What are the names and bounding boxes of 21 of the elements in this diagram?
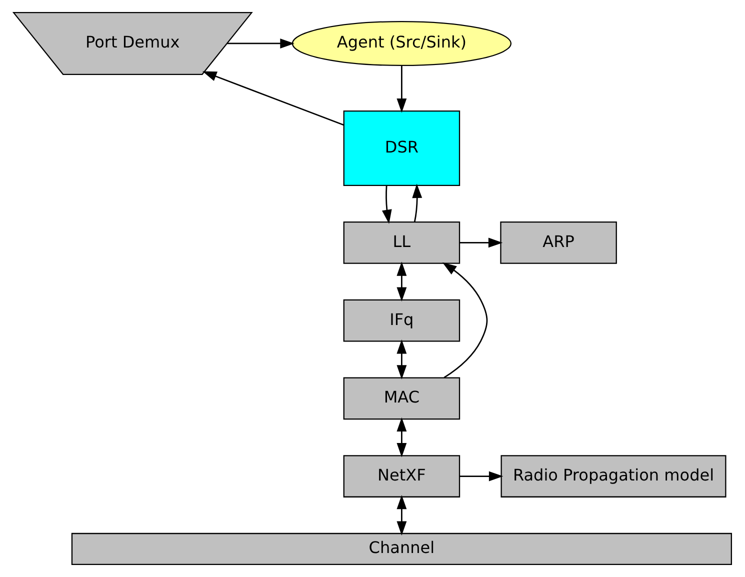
arrow — [396, 339, 407, 380]
node-box: Radio Propagation model — [500, 455, 726, 498]
arrow — [396, 417, 407, 458]
node-box: ARP — [500, 222, 617, 264]
arrow — [227, 38, 294, 48]
arrow — [382, 186, 392, 224]
node-box: IFq — [343, 299, 460, 342]
arrow — [460, 471, 504, 482]
node-box: NetXF — [343, 455, 460, 498]
arrow — [396, 65, 407, 113]
arrow — [202, 71, 344, 126]
node-box: LL — [343, 222, 460, 264]
node-box: MAC — [343, 377, 460, 420]
arrow — [396, 262, 407, 302]
node-box: Channel — [71, 532, 732, 565]
arrow — [442, 262, 488, 378]
node-ellipse: Agent (Src/Sink) — [292, 20, 512, 66]
arrow — [460, 238, 503, 248]
arrow — [412, 184, 422, 222]
arrow — [396, 494, 407, 536]
node-box: DSR — [343, 110, 460, 186]
